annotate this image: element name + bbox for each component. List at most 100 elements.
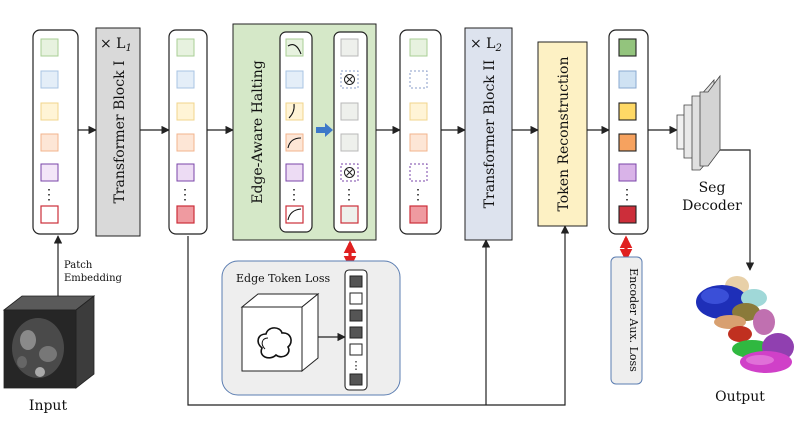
edge-token-empty bbox=[349, 343, 363, 356]
token-column-frame bbox=[608, 29, 649, 235]
edge-curve bbox=[288, 103, 295, 119]
halt-mark-icon bbox=[344, 167, 355, 178]
token-ellipsis: ⋮ bbox=[287, 187, 301, 203]
token-reconstruction-block bbox=[537, 41, 588, 227]
ct-spine bbox=[35, 367, 45, 377]
edge-cube-front bbox=[241, 306, 303, 372]
token-red-outline bbox=[40, 205, 59, 224]
edge-token-filled bbox=[349, 326, 363, 339]
halted-token-red bbox=[340, 205, 359, 224]
encoder-aux-loss-label: Encoder Aux. Loss bbox=[627, 268, 640, 372]
organ-orange bbox=[714, 315, 746, 329]
halted-token bbox=[340, 133, 359, 152]
token-orange-light bbox=[409, 133, 428, 152]
patch-embedding-label-line2: Embedding bbox=[64, 273, 123, 284]
transformer-block-1-label: Transformer Block I bbox=[112, 60, 128, 203]
seg-decoder-label-line1: Seg bbox=[699, 180, 726, 196]
token-yellow-light bbox=[409, 102, 428, 121]
token-purple-light bbox=[176, 163, 195, 182]
token-purple-strong bbox=[618, 163, 637, 182]
token-green-light bbox=[176, 38, 195, 57]
edge-token-filled bbox=[349, 373, 363, 386]
token-yellow-light bbox=[40, 102, 59, 121]
token-yellow-light bbox=[176, 102, 195, 121]
ct-organ-3 bbox=[17, 356, 27, 368]
output-segmentation bbox=[696, 276, 794, 373]
token-green-strong bbox=[618, 38, 637, 57]
token-yellow-strong bbox=[618, 102, 637, 121]
halt-mark-icon bbox=[344, 74, 355, 85]
edge-token-loss-label: Edge Token Loss bbox=[236, 272, 331, 285]
edge-token-ellipsis: ⋮ bbox=[351, 359, 362, 372]
edge-token-orange bbox=[285, 133, 304, 152]
transformer-block-2-label: Transformer Block II bbox=[482, 60, 498, 209]
halt-x-icon bbox=[346, 76, 353, 83]
repeat-l2-prefix: × L bbox=[470, 36, 495, 52]
edge-aware-halting-block: Edge-Aware Halting ⋮ ⋮ bbox=[232, 23, 377, 241]
token-ellipsis: ⋮ bbox=[178, 187, 192, 203]
transformer-block-2 bbox=[464, 27, 513, 241]
token-red-strong bbox=[618, 205, 637, 224]
edge-token-filled bbox=[349, 275, 363, 288]
halt-x-icon bbox=[346, 169, 353, 176]
seg-decoder bbox=[676, 74, 721, 171]
edge-shape-icon bbox=[257, 327, 292, 359]
repeat-l2-label: × L2 bbox=[470, 36, 502, 54]
edge-shape-inner-icon bbox=[261, 337, 269, 350]
input-ct-volume bbox=[2, 295, 96, 389]
edge-aware-halting-label: Edge-Aware Halting bbox=[250, 60, 266, 204]
organ-pink bbox=[753, 309, 775, 335]
edge-token-red bbox=[285, 205, 304, 224]
patch-embedding-label-line1: Patch bbox=[64, 260, 93, 271]
halted-token bbox=[340, 38, 359, 57]
repeat-l1-sub: 1 bbox=[125, 43, 131, 54]
arrow-to-output bbox=[720, 149, 755, 271]
edge-token-green bbox=[285, 38, 304, 57]
organ-cyan bbox=[741, 289, 767, 307]
token-orange-strong bbox=[618, 133, 637, 152]
edge-token-empty bbox=[349, 292, 363, 305]
edge-token-yellow bbox=[285, 102, 304, 121]
edge-curve bbox=[287, 137, 302, 149]
ct-organ-1 bbox=[20, 330, 36, 350]
token-green-light bbox=[40, 38, 59, 57]
token-green-light bbox=[409, 38, 428, 57]
token-red-medium bbox=[176, 205, 195, 224]
token-orange-light bbox=[176, 133, 195, 152]
halted-token bbox=[340, 102, 359, 121]
edge-curve bbox=[287, 208, 302, 221]
token-halted-dashed bbox=[409, 163, 428, 182]
ct-side-face bbox=[75, 295, 95, 389]
token-ellipsis: ⋮ bbox=[620, 187, 634, 203]
token-reconstruction-label: Token Reconstruction bbox=[556, 57, 572, 212]
input-label: Input bbox=[29, 398, 68, 414]
edge-token-purple bbox=[285, 163, 304, 182]
token-ellipsis: ⋮ bbox=[411, 187, 425, 203]
ct-organ-2 bbox=[39, 346, 57, 362]
edge-cube-side bbox=[301, 292, 319, 373]
token-column-block1-output: ⋮ bbox=[168, 29, 208, 235]
seg-decoder-label-line2: Decoder bbox=[682, 198, 742, 214]
organ-red bbox=[728, 326, 752, 342]
token-purple-light bbox=[40, 163, 59, 182]
token-column-frame bbox=[399, 29, 442, 235]
token-column-input: ⋮ bbox=[32, 29, 79, 235]
token-column-halting-output: ⋮ bbox=[399, 29, 442, 235]
output-label: Output bbox=[715, 389, 765, 405]
skip-connection-main bbox=[187, 225, 570, 406]
edge-token-blue bbox=[285, 70, 304, 89]
encoder-aux-loss-box bbox=[610, 256, 643, 385]
token-column-frame bbox=[168, 29, 208, 235]
repeat-l2-sub: 2 bbox=[494, 43, 501, 54]
repeat-l1-label: × L1 bbox=[100, 36, 132, 54]
token-ellipsis: ⋮ bbox=[342, 187, 356, 203]
token-blue-light bbox=[40, 70, 59, 89]
halting-blue-arrow bbox=[316, 123, 333, 137]
token-ellipsis: ⋮ bbox=[42, 187, 56, 203]
token-orange-light bbox=[40, 133, 59, 152]
token-halted-dashed bbox=[409, 70, 428, 89]
token-column-final: ⋮ bbox=[608, 29, 649, 235]
token-red-medium bbox=[409, 205, 428, 224]
edge-token-loss-panel: Edge Token Loss ⋮ bbox=[221, 260, 401, 396]
